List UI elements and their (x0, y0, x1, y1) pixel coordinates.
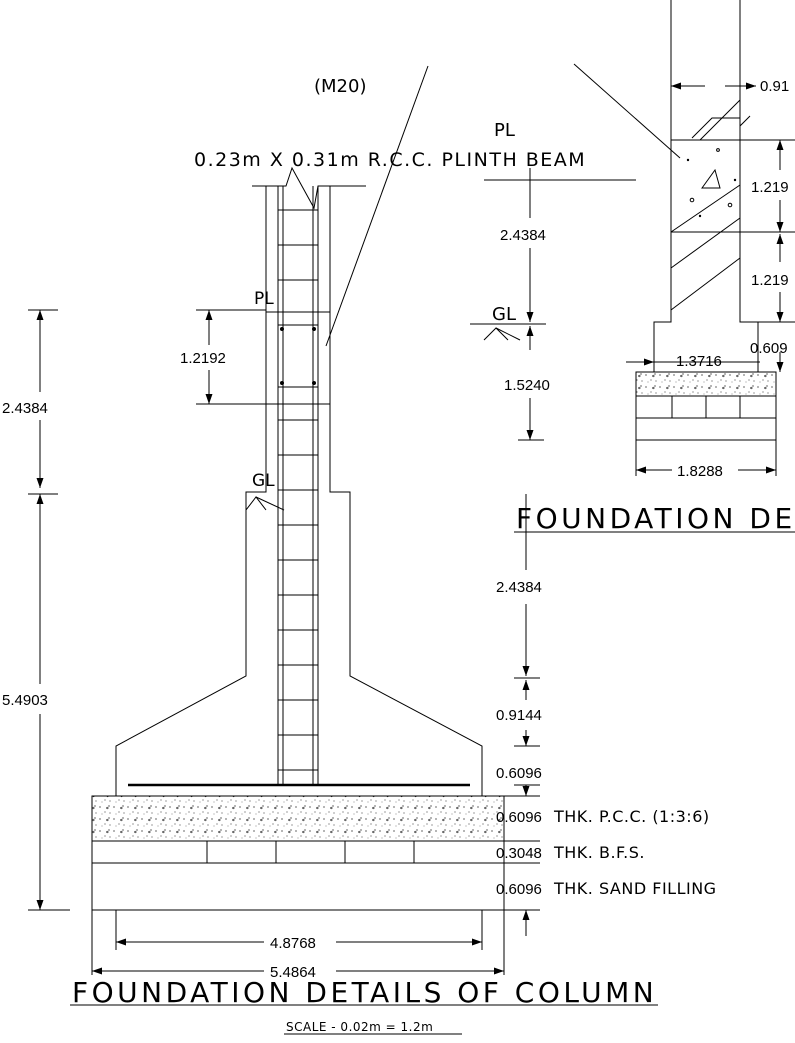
right-dim-c: 0.6096 (496, 765, 542, 782)
plinth-beam-label: 0.23m X 0.31m R.C.C. PLINTH BEAM (194, 149, 586, 171)
foundation-layers (91, 795, 505, 911)
inset-top-dimension: 0.91 (760, 78, 789, 95)
right-dim-a: 2.4384 (496, 579, 542, 596)
beam-depth-dimension (196, 309, 266, 405)
column-section (252, 166, 366, 785)
ground-level-mark (245, 496, 285, 511)
inset-drawing (470, 0, 795, 533)
plinth-beam (265, 311, 331, 405)
pcc-layer-label: THK. P.C.C. (1:3:6) (553, 807, 710, 826)
bfs-layer-label: THK. B.F.S. (553, 843, 645, 862)
grade-leader-line (325, 65, 429, 347)
concrete-grade-label: (M20) (314, 76, 366, 97)
inset-pl-label: PL (494, 120, 515, 141)
inset-upper-dimension: 2.4384 (500, 227, 546, 244)
inner-width-label: 4.8768 (270, 935, 316, 952)
main-gl-label: GL (252, 471, 275, 491)
column-ties (278, 209, 318, 771)
left-upper-dimension: 2.4384 (2, 400, 48, 417)
drawing-title: FOUNDATION DETAILS OF COLUMN (72, 976, 657, 1009)
outer-width-label: 5.4864 (270, 964, 316, 981)
inset-right-dim-1: 1.219 (751, 179, 789, 196)
sand-layer-label: THK. SAND FILLING (553, 879, 717, 898)
inset-width-dimension: 1.8288 (677, 463, 723, 480)
inset-right-dim-3: 0.609 (750, 340, 788, 357)
right-dim-e: 0.3048 (496, 845, 542, 862)
left-lower-dimension: 5.4903 (2, 692, 48, 709)
right-dim-b: 0.9144 (496, 707, 542, 724)
main-pl-label: PL (254, 289, 274, 309)
inset-right-dim-2: 1.219 (751, 272, 789, 289)
inset-gl-label: GL (492, 304, 516, 325)
right-dim-d: 0.6096 (496, 809, 542, 826)
beam-leader-line (573, 63, 681, 159)
inset-base-dimension: 1.3716 (676, 353, 722, 370)
inset-title: FOUNDATION DET (516, 502, 795, 535)
beam-depth-label: 1.2192 (180, 350, 226, 367)
scale-label: SCALE - 0.02m = 1.2m (286, 1020, 433, 1034)
right-dim-f: 0.6096 (496, 881, 542, 898)
inset-lower-dimension: 1.5240 (504, 377, 550, 394)
footing-outline (115, 404, 483, 796)
left-dimension (28, 309, 70, 911)
width-dimensions (91, 910, 505, 975)
